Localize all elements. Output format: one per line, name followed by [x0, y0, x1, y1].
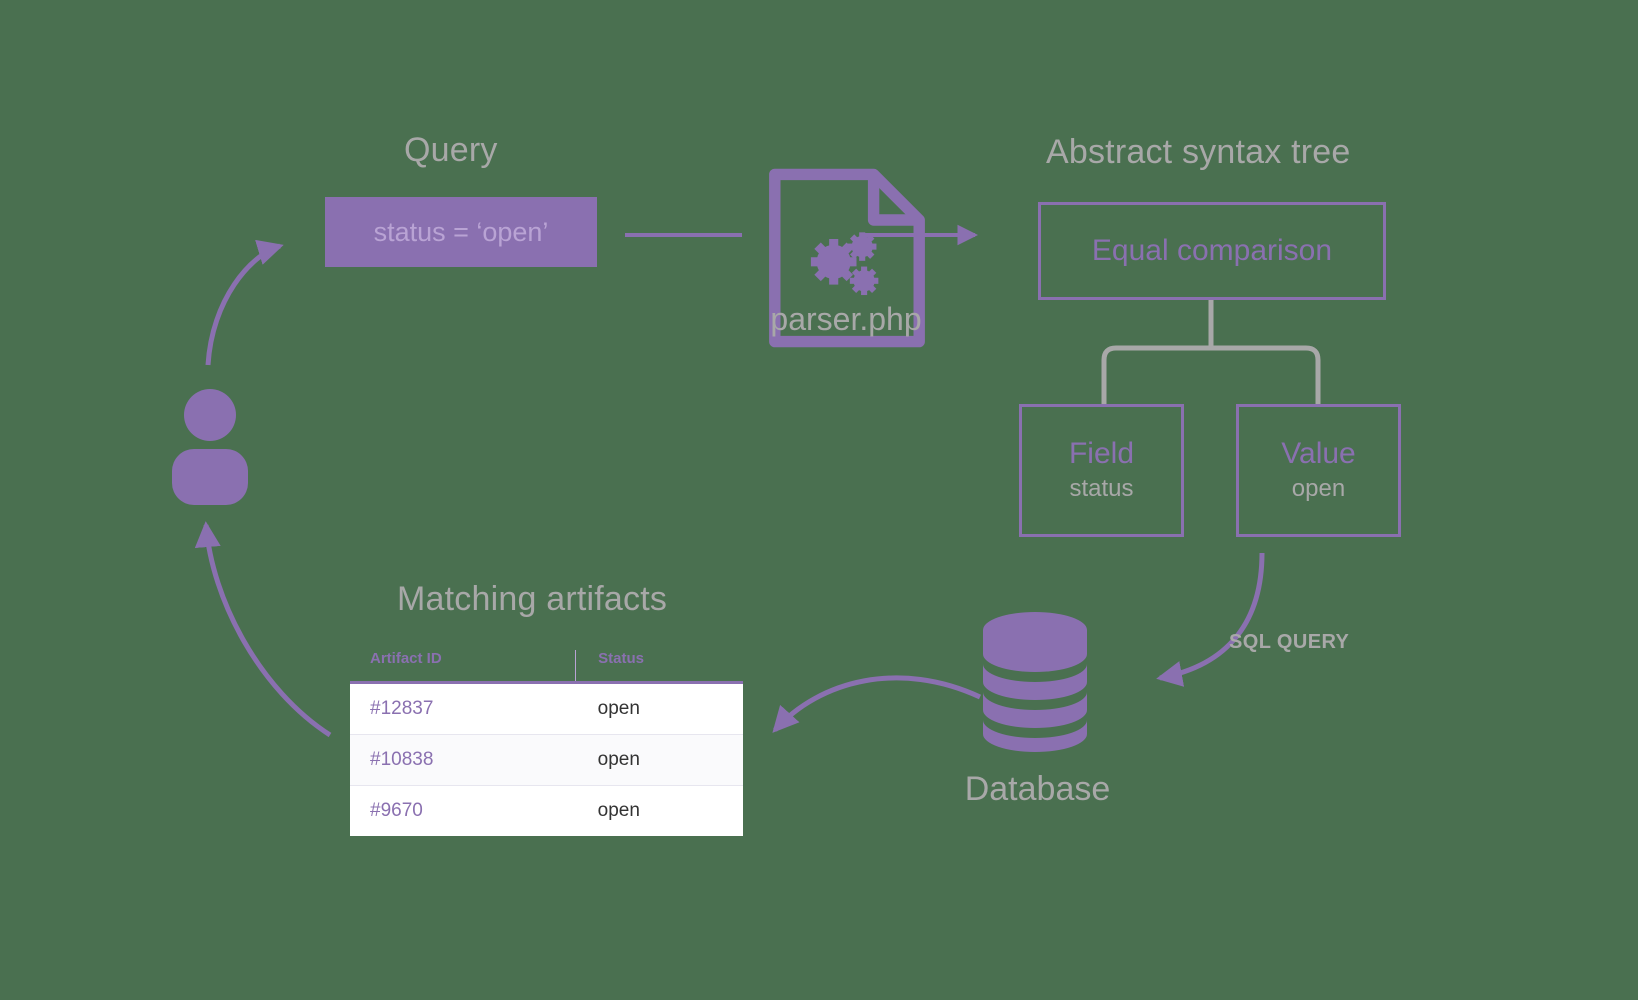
ast-title: Abstract syntax tree	[1046, 133, 1351, 171]
database-cylinder-icon	[983, 612, 1087, 752]
file-gears-icon	[769, 168, 925, 348]
edge-user-to-query	[205, 239, 284, 366]
edge-results-to-user	[194, 521, 332, 738]
column-header-status[interactable]: Status	[575, 650, 743, 684]
cell-artifact-id[interactable]: #9670	[370, 800, 423, 821]
table-row[interactable]: #12837 open	[350, 682, 743, 735]
sql-query-edge-label: SQL QUERY	[1229, 631, 1350, 653]
cell-artifact-id[interactable]: #12837	[350, 682, 576, 735]
table-row[interactable]: #10838 open	[350, 734, 743, 786]
edge-ast-to-database	[1156, 552, 1265, 687]
query-text: status = ‘open’	[373, 216, 549, 247]
parser-label: parser.php	[770, 301, 922, 337]
table-header-row: Artifact ID Status	[350, 650, 743, 684]
user-icon	[172, 389, 248, 505]
table-row[interactable]: #9670 open	[350, 785, 743, 836]
cell-status: open	[597, 800, 640, 821]
parser-file-icon[interactable]	[752, 163, 942, 353]
database-label: Database	[964, 770, 1111, 808]
ast-node-value-box[interactable]: Value open	[1236, 404, 1401, 537]
ast-node-label: Equal comparison	[1091, 234, 1333, 268]
cell-artifact-id[interactable]: #10838	[350, 734, 576, 786]
cell-status: open	[575, 734, 743, 786]
ast-node-label: Value	[1281, 436, 1356, 470]
results-title: Matching artifacts	[397, 580, 668, 618]
edge-database-to-results	[772, 675, 982, 733]
ast-node-label: Field	[1068, 436, 1135, 470]
ast-node-field[interactable]: Field status	[1019, 404, 1184, 537]
ast-node-value: open	[1291, 475, 1346, 503]
ast-node-value: status	[1069, 475, 1134, 503]
ast-node-equal-comparison[interactable]: Equal comparison	[1038, 202, 1386, 300]
column-header-artifact-id[interactable]: Artifact ID	[350, 650, 576, 684]
query-box[interactable]: status = ‘open’	[325, 197, 597, 267]
gears-glyph	[810, 232, 879, 296]
query-title: Query	[404, 131, 498, 169]
cell-status: open	[575, 682, 743, 735]
tree-connector	[1101, 300, 1321, 404]
artifacts-table: Artifact ID Status #12837 open #10838 op…	[350, 650, 743, 836]
database-icon[interactable]	[975, 612, 1095, 752]
